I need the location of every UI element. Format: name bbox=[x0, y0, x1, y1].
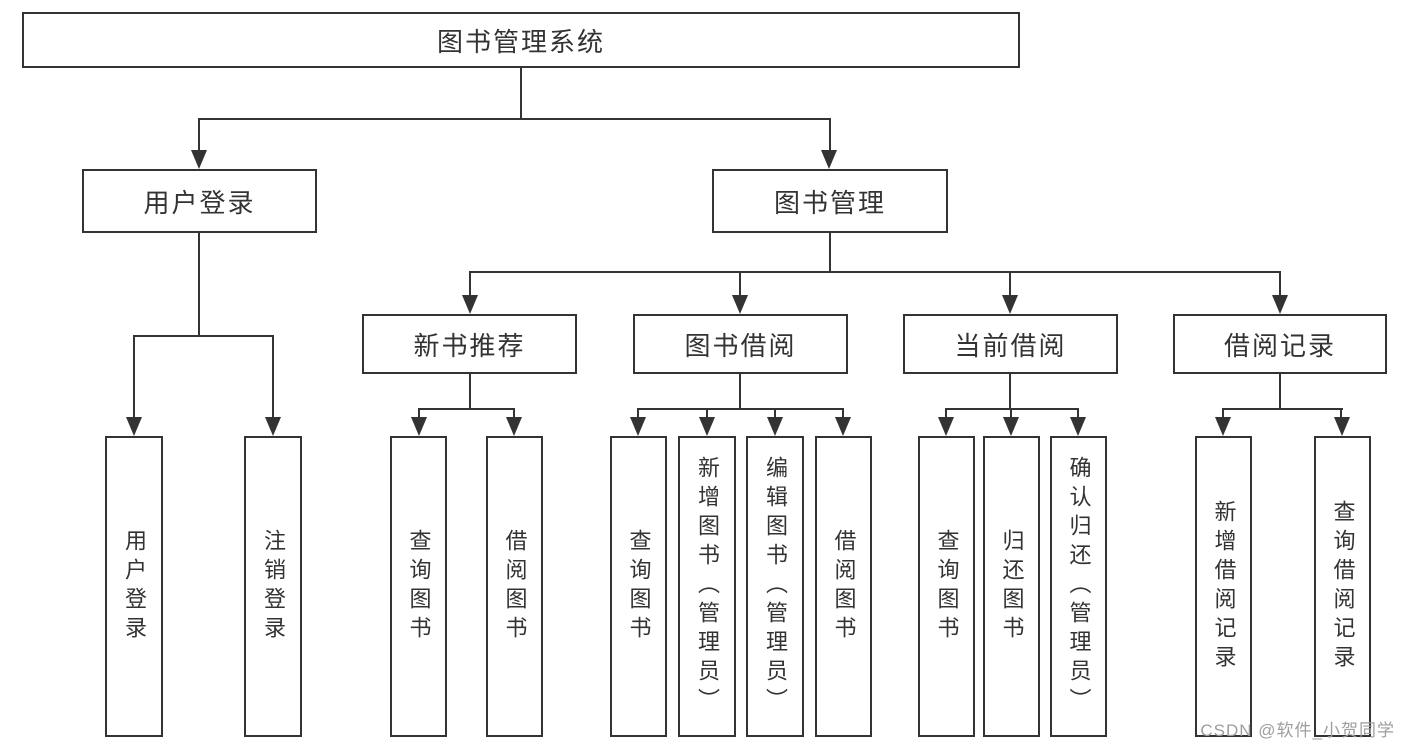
connector-line bbox=[945, 410, 947, 418]
arrow-down-icon bbox=[1070, 417, 1086, 436]
connector-line bbox=[133, 335, 274, 337]
arrow-down-icon bbox=[1003, 417, 1019, 436]
connector-line bbox=[637, 408, 844, 410]
connector-line bbox=[706, 410, 708, 418]
connector-line bbox=[774, 410, 776, 418]
csdn-watermark: CSDN @软件_小贺同学 bbox=[1200, 721, 1395, 740]
connector-line bbox=[829, 233, 831, 273]
connector-line bbox=[469, 374, 471, 410]
arrow-down-icon bbox=[1334, 417, 1350, 436]
connector-line bbox=[829, 120, 831, 151]
arrow-down-icon bbox=[506, 417, 522, 436]
node-book-management: 图书管理 bbox=[712, 169, 948, 233]
connector-line bbox=[1279, 273, 1281, 296]
connector-line bbox=[198, 118, 831, 120]
leaf-recommend-query-books: 查询图书 bbox=[390, 436, 447, 737]
connector-line bbox=[1077, 410, 1079, 418]
connector-line bbox=[272, 337, 274, 418]
connector-line bbox=[1279, 374, 1281, 410]
arrow-down-icon bbox=[126, 417, 142, 436]
leaf-user-login: 用户登录 bbox=[105, 436, 163, 737]
connector-line bbox=[198, 120, 200, 151]
connector-line bbox=[198, 233, 200, 337]
arrow-down-icon bbox=[767, 417, 783, 436]
arrow-down-icon bbox=[699, 417, 715, 436]
node-new-book-recommend: 新书推荐 bbox=[362, 314, 577, 374]
arrow-down-icon bbox=[821, 150, 837, 169]
leaf-add-books-admin: 新增图书（管理员） bbox=[678, 436, 736, 737]
connector-line bbox=[513, 410, 515, 418]
arrow-down-icon bbox=[411, 417, 427, 436]
connector-line bbox=[520, 68, 522, 120]
arrow-down-icon bbox=[1272, 295, 1288, 314]
leaf-query-borrow-record: 查询借阅记录 bbox=[1314, 436, 1371, 737]
connector-line bbox=[418, 408, 515, 410]
connector-line bbox=[469, 271, 1281, 273]
connector-line bbox=[133, 337, 135, 418]
connector-line bbox=[739, 374, 741, 410]
leaf-borrow-query-books: 查询图书 bbox=[610, 436, 667, 737]
connector-line bbox=[637, 410, 639, 418]
arrow-down-icon bbox=[1215, 417, 1231, 436]
leaf-add-borrow-record: 新增借阅记录 bbox=[1195, 436, 1252, 737]
leaf-return-books: 归还图书 bbox=[983, 436, 1040, 737]
arrow-down-icon bbox=[265, 417, 281, 436]
arrow-down-icon bbox=[732, 295, 748, 314]
connector-line bbox=[469, 273, 471, 296]
connector-line bbox=[739, 273, 741, 296]
leaf-current-query-books: 查询图书 bbox=[918, 436, 975, 737]
arrow-down-icon bbox=[462, 295, 478, 314]
connector-line bbox=[1010, 410, 1012, 418]
connector-line bbox=[1009, 374, 1011, 410]
leaf-borrow-books: 借阅图书 bbox=[815, 436, 872, 737]
connector-line bbox=[1222, 410, 1224, 418]
connector-line bbox=[1009, 273, 1011, 296]
connector-line bbox=[842, 410, 844, 418]
node-borrow-records: 借阅记录 bbox=[1173, 314, 1387, 374]
node-book-borrow: 图书借阅 bbox=[633, 314, 848, 374]
node-user-login: 用户登录 bbox=[82, 169, 317, 233]
node-root: 图书管理系统 bbox=[22, 12, 1020, 68]
arrow-down-icon bbox=[191, 150, 207, 169]
arrow-down-icon bbox=[835, 417, 851, 436]
leaf-logout: 注销登录 bbox=[244, 436, 302, 737]
connector-line bbox=[945, 408, 1079, 410]
leaf-recommend-borrow-books: 借阅图书 bbox=[486, 436, 543, 737]
arrow-down-icon bbox=[938, 417, 954, 436]
arrow-down-icon bbox=[1002, 295, 1018, 314]
leaf-edit-books-admin: 编辑图书（管理员） bbox=[746, 436, 804, 737]
connector-line bbox=[1222, 408, 1343, 410]
connector-line bbox=[1340, 410, 1342, 418]
node-current-borrow: 当前借阅 bbox=[903, 314, 1118, 374]
connector-line bbox=[418, 410, 420, 418]
arrow-down-icon bbox=[630, 417, 646, 436]
leaf-confirm-return-admin: 确认归还（管理员） bbox=[1050, 436, 1107, 737]
